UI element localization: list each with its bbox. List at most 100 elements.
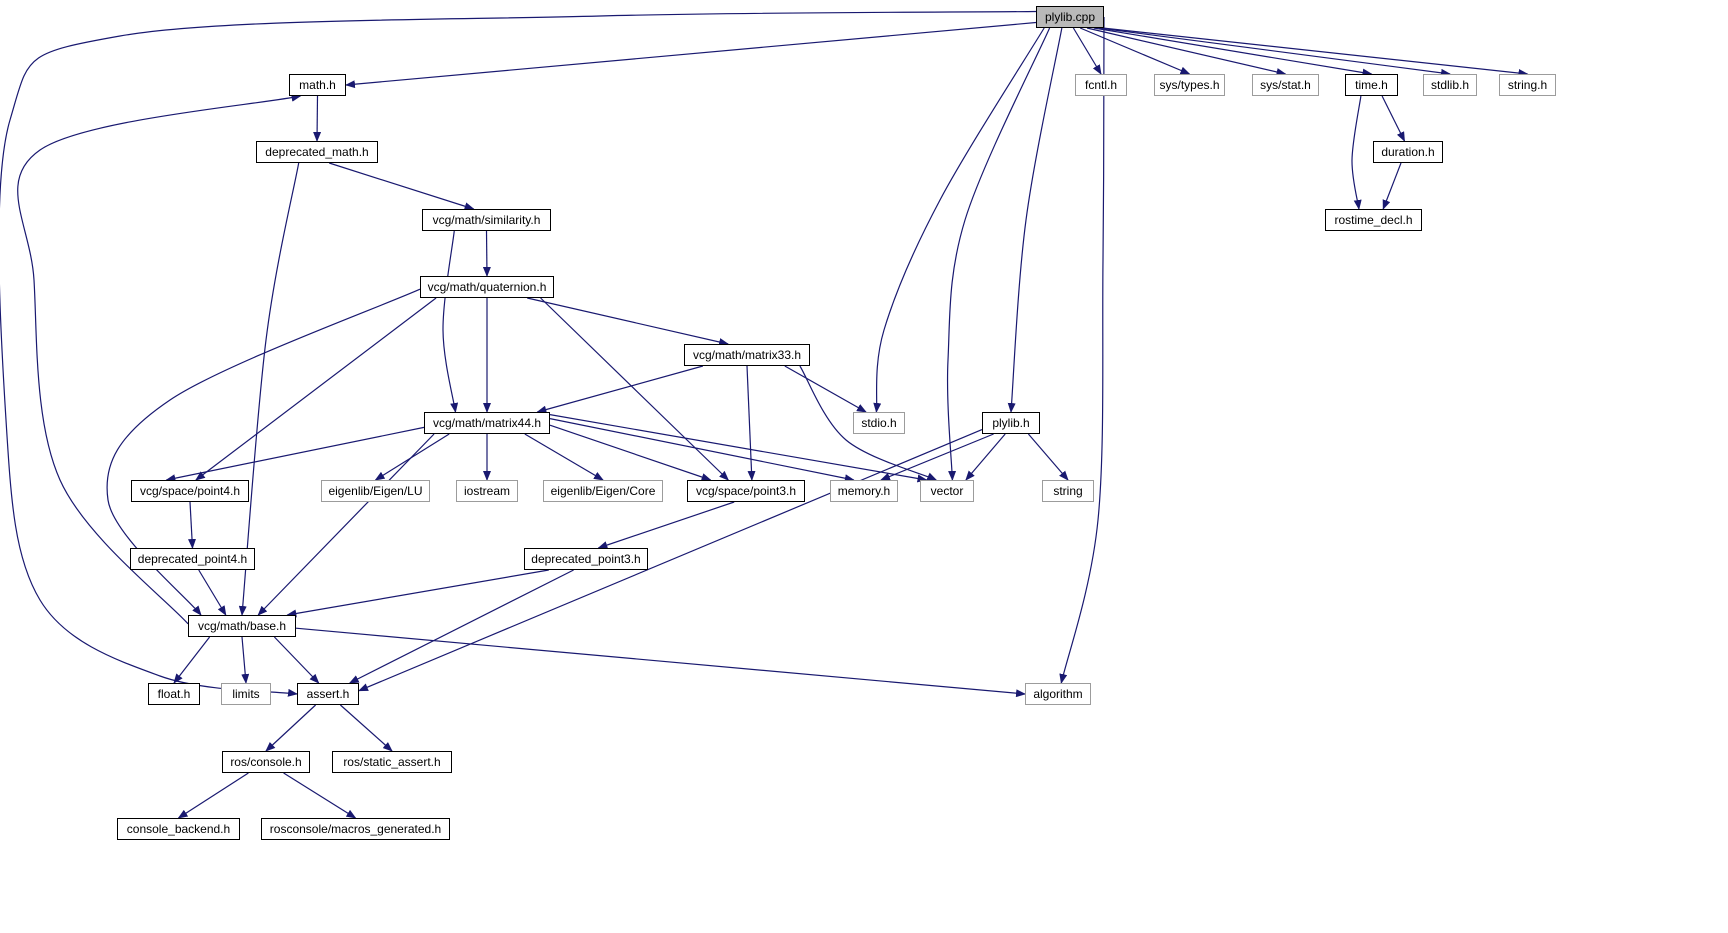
node-memory-h: memory.h [830, 480, 898, 502]
edge-plylib-cpp-to-vector [946, 27, 1051, 481]
edge-matrix44-h-to-memory-h [549, 418, 855, 483]
node-label: limits [232, 687, 260, 701]
node-label: algorithm [1033, 687, 1083, 701]
node-label: ros/console.h [230, 755, 302, 769]
edge-quaternion-h-to-point4-h [195, 297, 437, 481]
edge-similarity-h-to-matrix44-h [442, 230, 459, 413]
edge-plylib-cpp-to-sys-stat-h [1086, 27, 1287, 76]
edge-deprecated-math-h-to-similarity-h [329, 162, 475, 211]
node-label: deprecated_point4.h [137, 552, 248, 566]
node-fcntl-h: fcntl.h [1075, 74, 1127, 96]
edge-base-h-to-algorithm [295, 627, 1026, 698]
node-base-h[interactable]: vcg/math/base.h [188, 615, 296, 637]
edge-assert-h-to-ros-console-h [265, 704, 317, 752]
node-label: math.h [299, 78, 336, 92]
node-plylib-h[interactable]: plylib.h [982, 412, 1040, 434]
edge-matrix44-h-to-eigen-core [524, 433, 604, 481]
node-label: vcg/space/point3.h [695, 484, 797, 498]
node-label: assert.h [306, 687, 350, 701]
edge-base-h-to-assert-h [273, 636, 320, 684]
node-label: vcg/math/quaternion.h [427, 280, 547, 294]
node-label: iostream [463, 484, 510, 498]
edge-ros-console-h-to-rosconsole-macros-h [283, 772, 357, 819]
node-label: time.h [1355, 78, 1388, 92]
node-deprecated-point4-h[interactable]: deprecated_point4.h [130, 548, 255, 570]
edge-quaternion-h-to-point3-h [540, 297, 730, 481]
node-deprecated-point3-h[interactable]: deprecated_point3.h [524, 548, 648, 570]
node-label: plylib.h [992, 416, 1030, 430]
node-deprecated-math-h[interactable]: deprecated_math.h [256, 141, 378, 163]
edge-deprecated-point3-h-to-assert-h [348, 569, 574, 684]
node-ros-static-assert-h[interactable]: ros/static_assert.h [332, 751, 452, 773]
node-eigen-lu: eigenlib/Eigen/LU [321, 480, 430, 502]
node-label: vcg/math/base.h [197, 619, 287, 633]
edge-plylib-cpp-to-stdio-h [873, 27, 1045, 413]
edge-matrix33-h-to-stdio-h [784, 365, 867, 413]
edge-plylib-cpp-to-string-h [1102, 27, 1529, 78]
edge-plylib-cpp-to-time-h [1093, 27, 1373, 77]
node-label: vector [930, 484, 964, 498]
edge-plylib-h-to-vector [965, 433, 1006, 481]
edge-matrix33-h-to-vector [799, 365, 938, 481]
node-string-h: string.h [1499, 74, 1556, 96]
edge-matrix44-h-to-vector [549, 414, 928, 483]
node-ros-console-h[interactable]: ros/console.h [222, 751, 310, 773]
node-quaternion-h[interactable]: vcg/math/quaternion.h [420, 276, 554, 298]
edge-plylib-cpp-to-stdlib-h [1098, 27, 1451, 77]
node-time-h[interactable]: time.h [1345, 74, 1398, 96]
node-label: console_backend.h [126, 822, 231, 836]
node-math-h[interactable]: math.h [289, 74, 346, 96]
edge-plylib-cpp-to-math-h [345, 21, 1037, 89]
node-assert-h[interactable]: assert.h [297, 683, 359, 705]
edge-plylib-h-to-string [1027, 433, 1069, 481]
node-label: stdlib.h [1430, 78, 1470, 92]
node-label: ros/static_assert.h [343, 755, 441, 769]
node-label: sys/types.h [1159, 78, 1220, 92]
edge-plylib-cpp-to-assert-h [0, 10, 1037, 697]
node-label: stdio.h [861, 416, 897, 430]
node-matrix33-h[interactable]: vcg/math/matrix33.h [684, 344, 810, 366]
node-label: deprecated_point3.h [531, 552, 641, 566]
edge-matrix44-h-to-point4-h [165, 426, 425, 483]
node-console-backend-h[interactable]: console_backend.h [117, 818, 240, 840]
node-matrix44-h[interactable]: vcg/math/matrix44.h [424, 412, 550, 434]
node-label: fcntl.h [1084, 78, 1117, 92]
node-iostream: iostream [456, 480, 518, 502]
edge-similarity-h-to-quaternion-h [482, 230, 491, 277]
node-plylib-cpp: plylib.cpp [1036, 6, 1104, 28]
node-stdlib-h: stdlib.h [1423, 74, 1477, 96]
node-label: plylib.cpp [1044, 10, 1096, 24]
edge-deprecated-point3-h-to-base-h [286, 569, 549, 618]
node-label: sys/stat.h [1260, 78, 1311, 92]
node-label: string.h [1507, 78, 1548, 92]
node-float-h[interactable]: float.h [148, 683, 200, 705]
node-label: vcg/math/similarity.h [432, 213, 541, 227]
node-string: string [1042, 480, 1094, 502]
node-label: rosconsole/macros_generated.h [269, 822, 442, 836]
edge-plylib-h-to-assert-h [358, 429, 983, 692]
node-duration-h[interactable]: duration.h [1373, 141, 1443, 163]
edge-plylib-cpp-to-algorithm [1059, 16, 1105, 684]
node-point3-h[interactable]: vcg/space/point3.h [687, 480, 805, 502]
node-sys-types-h: sys/types.h [1154, 74, 1225, 96]
node-vector: vector [920, 480, 974, 502]
node-similarity-h[interactable]: vcg/math/similarity.h [422, 209, 551, 231]
edge-plylib-cpp-to-fcntl-h [1072, 27, 1102, 75]
node-label: float.h [157, 687, 191, 701]
edge-time-h-to-duration-h [1381, 95, 1406, 142]
node-point4-h[interactable]: vcg/space/point4.h [131, 480, 249, 502]
edge-base-h-to-float-h [173, 636, 211, 684]
edge-point3-h-to-deprecated-point3-h [597, 501, 735, 549]
node-rosconsole-macros-h[interactable]: rosconsole/macros_generated.h [261, 818, 450, 840]
edge-plylib-cpp-to-sys-types-h [1079, 27, 1191, 75]
node-rostime-decl-h[interactable]: rostime_decl.h [1325, 209, 1422, 231]
node-label: duration.h [1381, 145, 1435, 159]
node-label: deprecated_math.h [265, 145, 369, 159]
edge-ros-console-h-to-console-backend-h [177, 772, 249, 819]
edge-point4-h-to-deprecated-point4-h [188, 501, 197, 549]
node-limits: limits [221, 683, 271, 705]
node-eigen-core: eigenlib/Eigen/Core [543, 480, 663, 502]
node-sys-stat-h: sys/stat.h [1252, 74, 1319, 96]
edge-duration-h-to-rostime-decl-h [1382, 162, 1402, 210]
